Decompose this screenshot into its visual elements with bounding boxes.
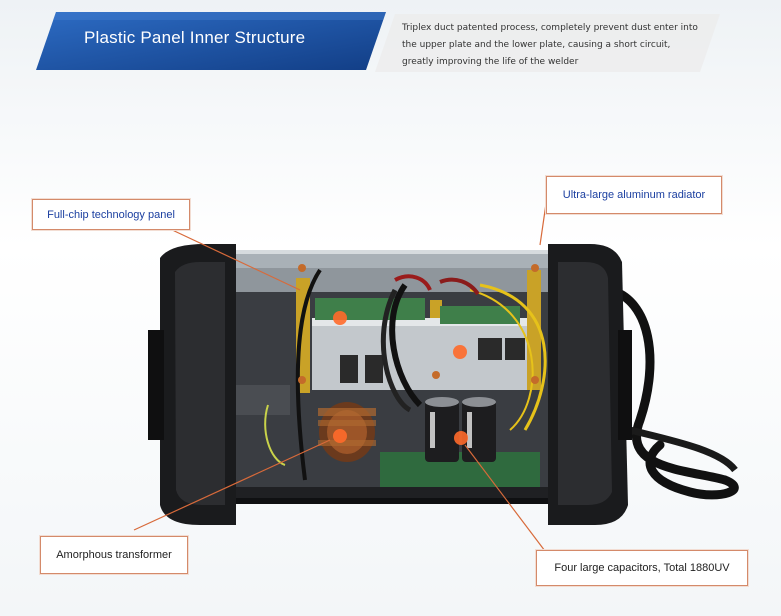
- title-banner: [36, 12, 386, 70]
- description-line: greatly improving the life of the welder: [402, 57, 579, 67]
- banner-description: Triplex duct patented process, completel…: [402, 20, 732, 71]
- callout-amorphous-transformer: Amorphous transformer: [40, 536, 188, 574]
- marker-dot: [454, 431, 468, 445]
- callout-capacitors: Four large capacitors, Total 1880UV: [536, 550, 748, 586]
- callout-aluminum-radiator: Ultra-large aluminum radiator: [546, 176, 722, 214]
- description-line: Triplex duct patented process, completel…: [402, 23, 698, 33]
- banner-title: Plastic Panel Inner Structure: [84, 28, 306, 47]
- description-line: the upper plate and the lower plate, cau…: [402, 40, 671, 50]
- marker-dot: [333, 429, 347, 443]
- marker-dot: [453, 345, 467, 359]
- callout-full-chip-panel: Full-chip technology panel: [32, 199, 190, 230]
- marker-dot: [333, 311, 347, 325]
